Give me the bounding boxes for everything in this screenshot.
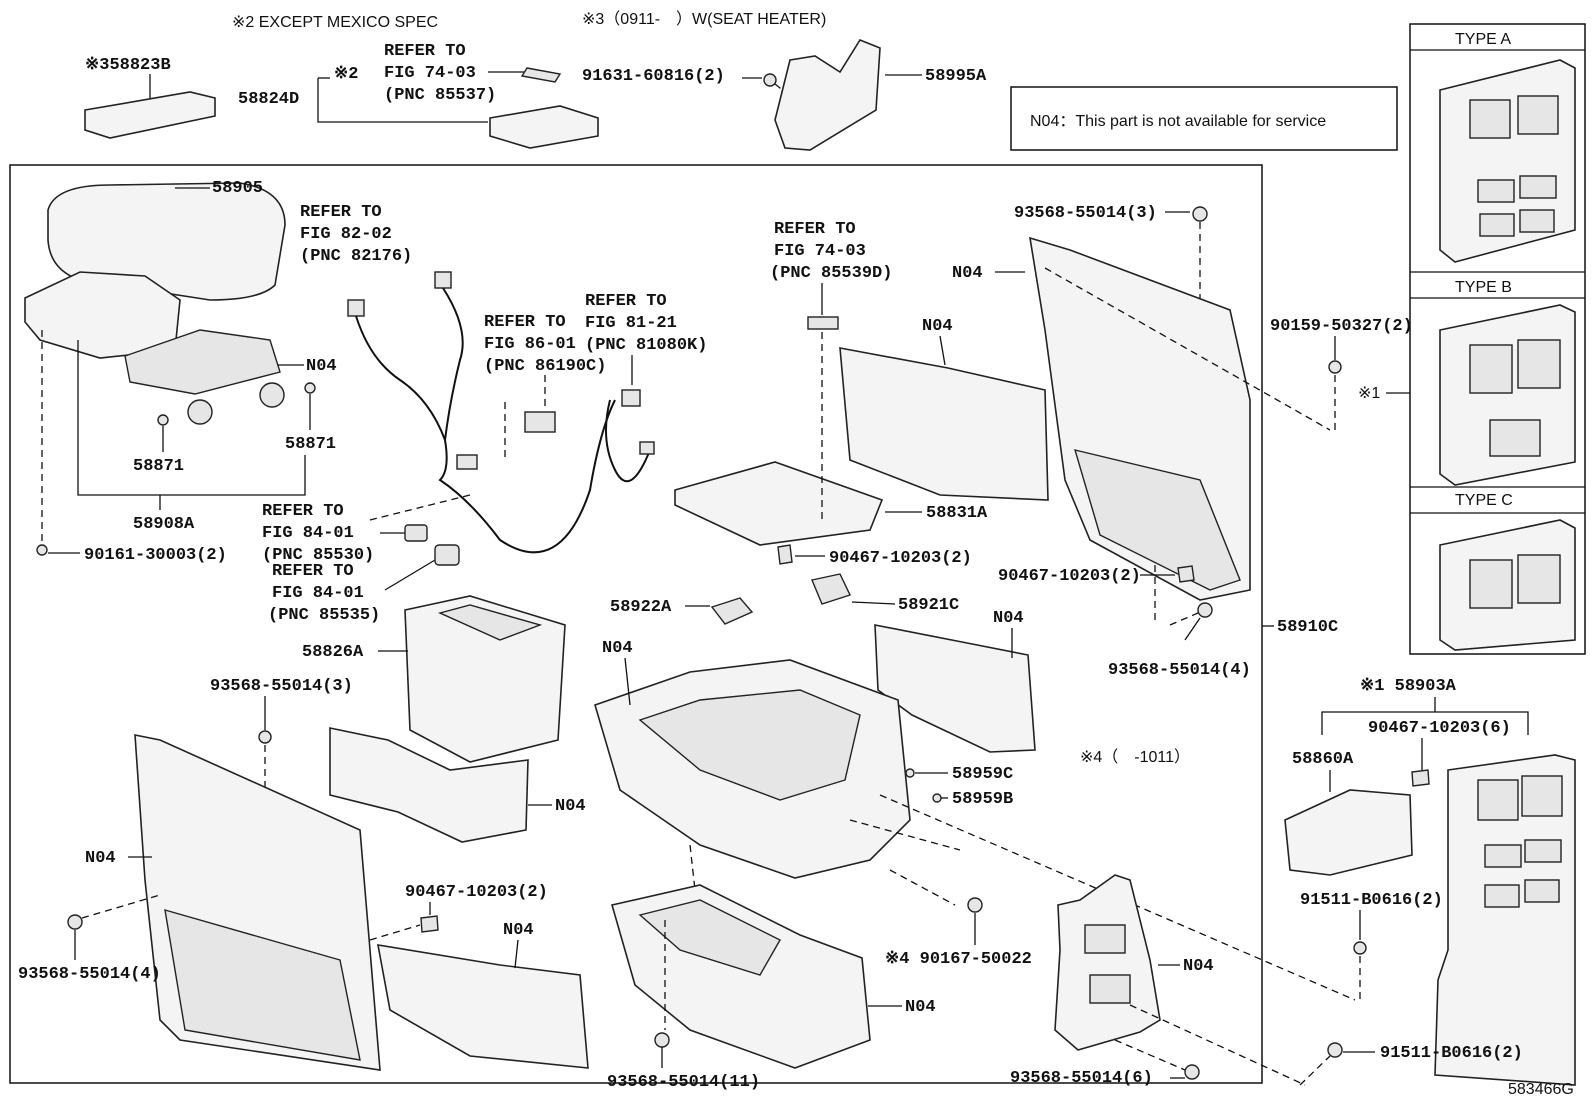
ref-fig82-02-2: FIG 82-02 (300, 225, 392, 244)
label-90467-low: 90467-10203(2) (405, 883, 548, 902)
label-n04-right-pad: N04 (993, 609, 1024, 628)
part-n04-low-pad (377, 944, 589, 1069)
label-n04-bracket: N04 (1183, 957, 1214, 976)
part-58824d (489, 105, 599, 149)
note-year: ※4（ -1011） (1080, 748, 1190, 766)
label-58871-left: 58871 (133, 457, 184, 476)
label-93568-bot: 93568-55014(11) (607, 1073, 760, 1092)
label-58959c: 58959C (952, 765, 1013, 784)
label-n04-left-panel: N04 (85, 849, 116, 868)
label-n04-tray: N04 (306, 357, 337, 376)
part-58860a (1284, 789, 1413, 876)
label-58910c: 58910C (1277, 618, 1338, 637)
label-90161: 90161-30003(2) (84, 546, 227, 565)
label-58922a: 58922A (610, 598, 672, 617)
ref-fig86-01-3: (PNC 86190C) (484, 357, 606, 376)
label-90167: ※4 90167-50022 (885, 950, 1032, 969)
part-n04-panel-mid (839, 347, 1049, 501)
ref-fig74-03-mid-1: REFER TO (774, 220, 856, 239)
label-n04-side-top: N04 (952, 264, 983, 283)
ref-fig74-03-top-3: (PNC 85537) (384, 86, 496, 105)
label-90159: 90159-50327(2) (1270, 317, 1413, 336)
ref-fig82-02-3: (PNC 82176) (300, 247, 412, 266)
label-58921c: 58921C (898, 596, 959, 615)
part-58903a (1434, 754, 1576, 1086)
n04-legend-text: N04：This part is not available for servi… (1030, 113, 1326, 130)
label-90467-right: 90467-10203(2) (998, 567, 1141, 586)
type-a-label: TYPE A (1455, 31, 1511, 48)
type-c-label: TYPE C (1455, 492, 1513, 509)
part-58921c (811, 573, 851, 605)
note-seat-heater: ※3（0911- ）W(SEAT HEATER) (582, 10, 826, 28)
label-n04-center: N04 (602, 639, 633, 658)
label-58826a: 58826A (302, 643, 364, 662)
label-93568-right: 93568-55014(4) (1108, 661, 1251, 680)
label-mark2: ※2 (334, 65, 358, 84)
ref-fig74-03-top-1: REFER TO (384, 42, 466, 61)
part-58905 (47, 182, 286, 301)
type-b-label: TYPE B (1455, 279, 1512, 296)
ref-fig84-01-a-3: (PNC 85530) (262, 546, 374, 565)
type-panel: TYPE A TYPE B TYPE C (1409, 23, 1586, 655)
n04-legend-box (1010, 86, 1398, 151)
label-58959b: 58959B (952, 790, 1013, 809)
ref-fig81-21-3: (PNC 81080K) (585, 336, 707, 355)
ref-fig81-21-2: FIG 81-21 (585, 314, 677, 333)
part-58995a (774, 39, 881, 151)
ref-fig84-01-b-2: FIG 84-01 (272, 584, 364, 603)
part-58922a (710, 597, 754, 625)
label-58831a: 58831A (926, 504, 988, 523)
ref-fig84-01-a-2: FIG 84-01 (262, 524, 354, 543)
note-except-mexico: ※2 EXCEPT MEXICO SPEC (232, 14, 438, 31)
label-58903a: ※1 58903A (1360, 677, 1457, 696)
label-58905: 58905 (212, 179, 263, 198)
label-91631: 91631-60816(2) (582, 67, 725, 86)
ref-fig74-03-top-2: FIG 74-03 (384, 64, 476, 83)
label-58824d: 58824D (238, 90, 299, 109)
ref-fig74-03-mid-2: FIG 74-03 (774, 242, 866, 261)
part-58831a (674, 461, 884, 546)
ref-fig86-01-2: FIG 86-01 (484, 335, 576, 354)
ref-fig81-21-1: REFER TO (585, 292, 667, 311)
main-frame (9, 164, 1263, 1084)
label-n04-left-pad: N04 (555, 797, 586, 816)
label-n04-low-pad: N04 (503, 921, 534, 940)
part-tray-n04 (124, 329, 281, 395)
label-91511-b: 91511-B0616(2) (1380, 1044, 1523, 1063)
label-58995a: 58995A (925, 67, 987, 86)
label-93568-top: 93568-55014(3) (1014, 204, 1157, 223)
label-93568-bot-r: 93568-55014(6) (1010, 1069, 1153, 1088)
ref-fig74-03-mid-3: (PNC 85539D) (770, 264, 892, 283)
part-58823b (84, 91, 216, 139)
label-90467-six: 90467-10203(6) (1368, 719, 1511, 738)
ref-fig82-02-1: REFER TO (300, 203, 382, 222)
figure-id: 583466G (1508, 1081, 1574, 1098)
ref-fig84-01-b-3: (PNC 85535) (268, 606, 380, 625)
part-n04-bracket (1054, 874, 1161, 1051)
label-91511-a: 91511-B0616(2) (1300, 891, 1443, 910)
label-93568-left-low: 93568-55014(4) (18, 965, 161, 984)
label-58908a: 58908A (133, 515, 195, 534)
label-n04-box: N04 (905, 998, 936, 1017)
label-90467-mid: 90467-10203(2) (829, 549, 972, 568)
part-n04-left-pad (329, 727, 529, 843)
ref-fig84-01-a-1: REFER TO (262, 502, 344, 521)
part-58826a (404, 595, 566, 763)
label-93568-left-top: 93568-55014(3) (210, 677, 353, 696)
type-marker: ※1 (1358, 385, 1380, 402)
label-n04-panel-mid: N04 (922, 317, 953, 336)
label-58860a: 58860A (1292, 750, 1354, 769)
ref-fig86-01-1: REFER TO (484, 313, 566, 332)
label-58823b: ※358823B (85, 56, 171, 75)
label-58871-right: 58871 (285, 435, 336, 454)
ref-fig84-01-b-1: REFER TO (272, 562, 354, 581)
